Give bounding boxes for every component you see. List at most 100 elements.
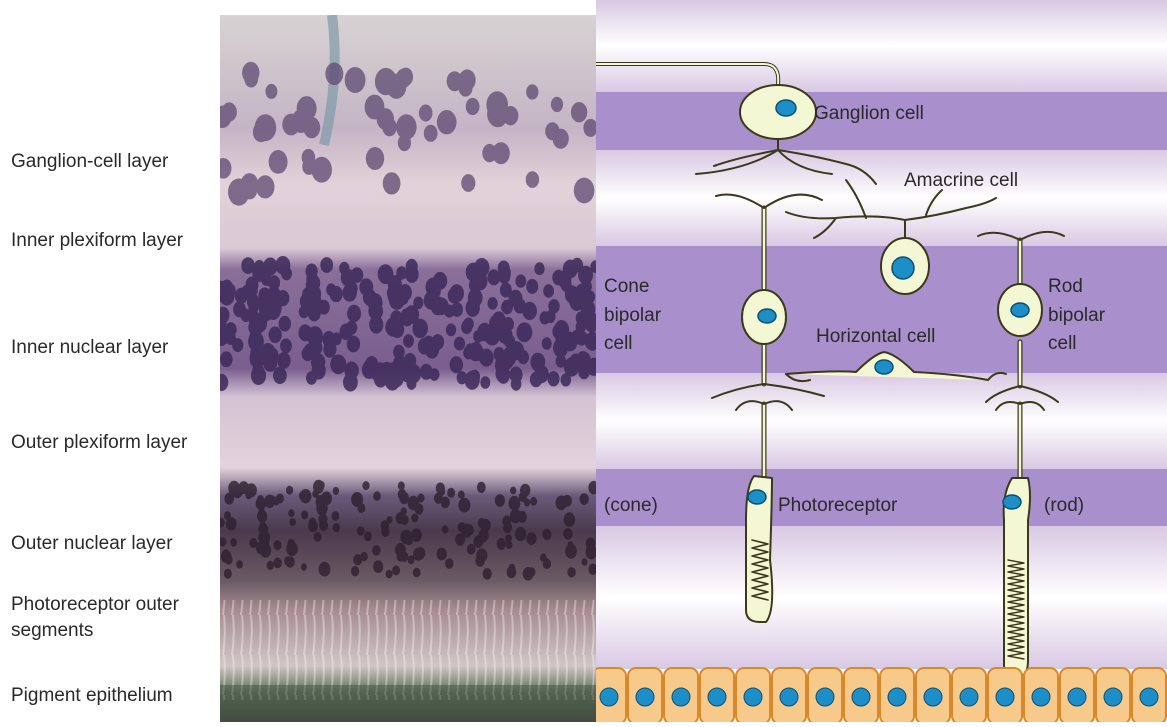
- micrograph-nucleus: [545, 310, 555, 323]
- micrograph-nucleus: [312, 490, 318, 498]
- micrograph-nucleus: [286, 486, 293, 495]
- micrograph-nucleus: [557, 270, 571, 288]
- micrograph-nucleus: [478, 531, 488, 543]
- micrograph-nucleus: [461, 320, 472, 334]
- micrograph-nucleus: [386, 570, 393, 579]
- micrograph-nucleus: [534, 262, 544, 275]
- micrograph-nucleus: [314, 532, 322, 542]
- epithelium-nucleus: [672, 688, 690, 706]
- micrograph-nucleus: [407, 377, 417, 390]
- micrograph-nucleus: [542, 337, 552, 350]
- micrograph-nucleus: [396, 551, 404, 561]
- epithelium-nucleus: [1032, 688, 1050, 706]
- micrograph-nucleus: [508, 568, 516, 578]
- retina-micrograph: [220, 15, 596, 722]
- micrograph-nucleus: [565, 286, 580, 304]
- rod-label: (rod): [1044, 495, 1084, 516]
- inner-plexiform-layer-label: Inner plexiform layer: [11, 228, 183, 254]
- micrograph-nucleus: [578, 365, 589, 379]
- micrograph-nucleus: [530, 497, 537, 506]
- epithelium-nucleus: [744, 688, 762, 706]
- micrograph-nucleus: [311, 157, 332, 183]
- micrograph-nucleus: [454, 337, 465, 351]
- micrograph-nucleus: [290, 518, 296, 526]
- micrograph-nucleus: [256, 175, 275, 198]
- micrograph-nucleus: [437, 110, 457, 134]
- micrograph-nucleus: [510, 509, 522, 523]
- micrograph-nucleus: [241, 285, 252, 299]
- micrograph-nucleus: [236, 560, 243, 568]
- micrograph-nucleus: [372, 545, 380, 556]
- micrograph-nucleus: [396, 114, 416, 139]
- micrograph-nucleus: [458, 498, 470, 513]
- micrograph-nucleus: [474, 258, 489, 277]
- micrograph-nucleus: [520, 484, 530, 497]
- micrograph-nucleus: [517, 322, 533, 342]
- micrograph-nucleus: [357, 526, 365, 535]
- micrograph-nucleus: [419, 105, 433, 122]
- micrograph-nucleus: [457, 371, 468, 384]
- micrograph-nucleus: [386, 368, 400, 385]
- micrograph-nucleus: [351, 566, 359, 576]
- micrograph-nucleus: [300, 489, 312, 503]
- micrograph-nucleus: [522, 302, 537, 320]
- layer-labels: Ganglion-cell layer Inner plexiform laye…: [0, 0, 220, 722]
- micrograph-nucleus: [564, 512, 576, 527]
- micrograph-nucleus: [326, 283, 336, 296]
- micrograph-nucleus: [411, 514, 418, 523]
- micrograph-nucleus: [543, 558, 551, 569]
- micrograph-nucleus: [321, 491, 332, 505]
- micrograph-nucleus: [526, 532, 536, 545]
- micrograph-nucleus: [230, 538, 237, 546]
- micrograph-nucleus: [388, 275, 402, 292]
- micrograph-nucleus: [353, 554, 362, 565]
- micrograph-nucleus: [509, 496, 521, 511]
- micrograph-nucleus: [362, 481, 369, 490]
- micrograph-nucleus: [413, 548, 423, 561]
- micrograph-nucleus: [580, 493, 589, 505]
- epithelium-nucleus: [1068, 688, 1086, 706]
- micrograph-nucleus: [269, 496, 276, 504]
- micrograph-nucleus: [547, 371, 559, 386]
- micrograph-nucleus: [276, 494, 284, 504]
- micrograph-nucleus: [374, 371, 387, 388]
- micrograph-nucleus: [243, 181, 257, 199]
- micrograph-nucleus: [432, 334, 445, 350]
- micrograph-nucleus: [561, 373, 572, 386]
- micrograph-nucleus: [487, 101, 508, 128]
- micrograph-nucleus: [556, 355, 566, 368]
- micrograph-nucleus: [562, 495, 572, 507]
- epithelium-nucleus: [924, 688, 942, 706]
- micrograph-nucleus: [220, 287, 235, 306]
- micrograph-nucleus: [249, 538, 257, 548]
- micrograph-nucleus: [447, 488, 455, 498]
- micrograph-nucleus: [273, 367, 287, 384]
- micrograph-nucleus: [373, 560, 383, 573]
- micrograph-nucleus: [417, 494, 424, 503]
- micrograph-nucleus: [511, 377, 522, 390]
- micrograph-nucleus: [232, 338, 243, 352]
- micrograph-nucleus: [553, 129, 569, 149]
- micrograph-nucleus: [582, 558, 588, 566]
- micrograph-nucleus: [469, 370, 480, 384]
- micrograph-nucleus: [301, 510, 308, 519]
- micrograph-nucleus: [424, 125, 438, 142]
- micrograph-nucleus: [449, 284, 464, 302]
- micrograph-nucleus: [467, 544, 476, 555]
- micrograph-nucleus: [252, 314, 267, 333]
- micrograph-nucleus: [506, 541, 513, 549]
- micrograph-nucleus: [487, 269, 500, 285]
- micrograph-nucleus: [554, 320, 569, 339]
- micrograph-nucleus: [468, 289, 483, 308]
- micrograph-nucleus: [413, 568, 421, 578]
- micrograph-nucleus: [483, 568, 492, 580]
- epithelium-nucleus: [708, 688, 726, 706]
- micrograph-nucleus: [510, 487, 516, 495]
- micrograph-nucleus: [383, 172, 401, 194]
- micrograph-nucleus: [269, 150, 288, 174]
- micrograph-nucleus: [345, 67, 366, 93]
- epithelium-nucleus: [888, 688, 906, 706]
- micrograph-nucleus: [399, 492, 409, 504]
- micrograph-nucleus: [241, 309, 252, 322]
- micrograph-nucleus: [351, 267, 364, 283]
